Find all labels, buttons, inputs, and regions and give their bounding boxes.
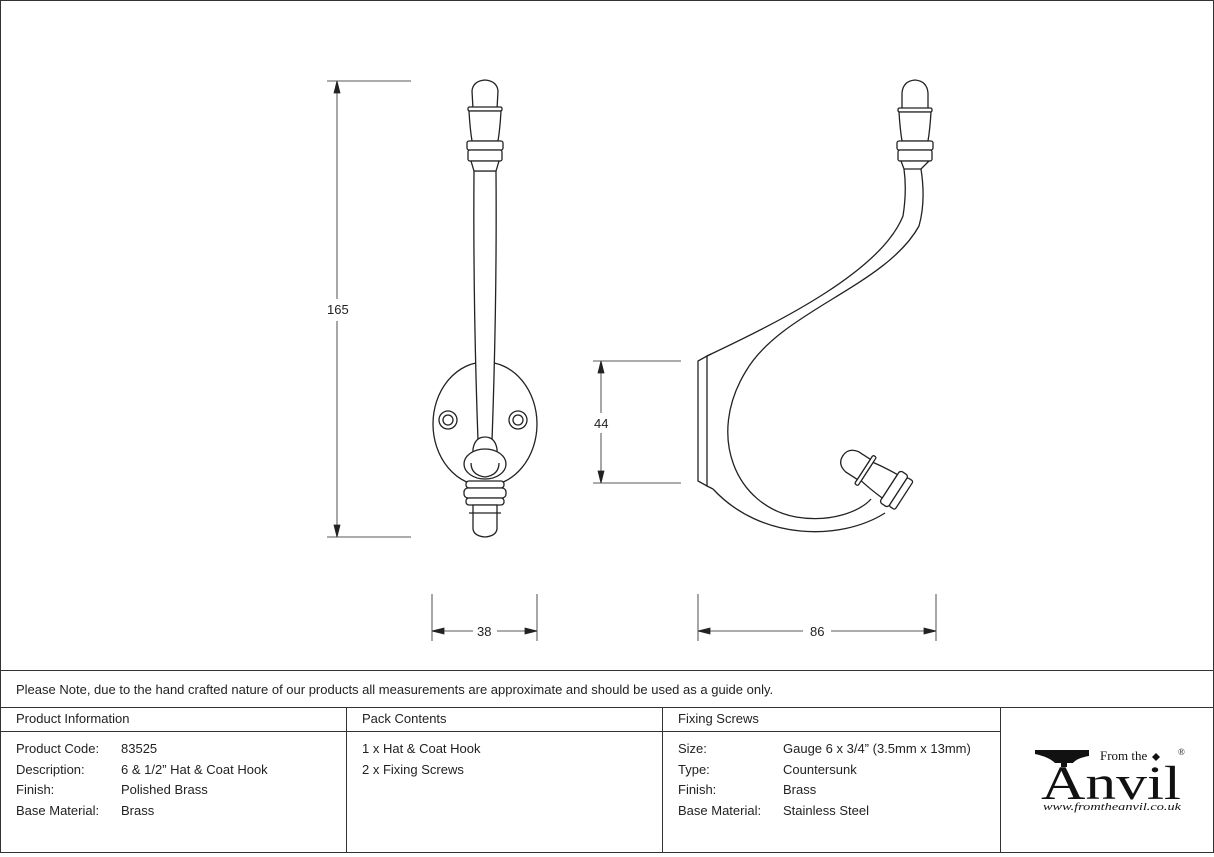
disclaimer-note: Please Note, due to the hand crafted nat… [1,670,1213,708]
panel-header: Pack Contents [347,707,662,732]
panel-header: Fixing Screws [663,707,1000,732]
row-value: Brass [121,802,155,818]
side-view-hook [697,79,934,533]
pack-item-text: 1 x Hat & Coat Hook [362,741,481,756]
info-row: Base Material: Stainless Steel [663,803,1000,824]
logo-from-the: From the [1100,748,1148,763]
diamond-icon [1152,753,1160,761]
logo-brand-name: Anvil [1041,757,1181,810]
panel-header: Product Information [1,707,346,732]
panel-title: Fixing Screws [678,711,759,726]
fixing-screws-panel: Fixing Screws Size: Gauge 6 x 3/4” (3.5mm… [663,707,1001,852]
front-view-hook [432,79,538,538]
row-value: 83525 [121,741,158,756]
dimension-base-height: 44 [594,416,608,431]
row-label: Product Code: [16,741,100,756]
panel-title: Product Information [16,711,130,726]
pack-item-text: 2 x Fixing Screws [362,761,464,777]
dimension-height: 165 [327,302,349,317]
row-value: Stainless Steel [783,802,869,818]
info-row: Size: Gauge 6 x 3/4” (3.5mm x 13mm) [663,741,1000,762]
pack-contents-panel: Pack Contents 1 x Hat & Coat Hook 2 x Fi… [347,707,663,852]
anvil-logo: From the ® Anvil www.fromtheanvil.co.uk [1035,747,1185,813]
disclaimer-text: Please Note, due to the hand crafted nat… [16,682,774,697]
row-label: Description: [16,761,85,777]
row-label: Size: [678,741,707,756]
info-row: Product Code: 83525 [1,741,346,762]
dimension-side-width: 86 [810,624,824,639]
row-value: Polished Brass [121,782,208,797]
product-information-panel: Product Information Product Code: 83525 D… [1,707,347,852]
technical-drawing: 165 44 38 86 [327,79,937,641]
pack-item: 1 x Hat & Coat Hook [347,741,662,762]
row-label: Base Material: [678,802,762,818]
info-row: Type: Countersunk [663,762,1000,783]
row-label: Finish: [678,782,717,797]
row-value: 6 & 1/2” Hat & Coat Hook [121,761,268,777]
logo-registered: ® [1178,747,1185,757]
panel-title: Pack Contents [362,711,447,726]
row-value: Gauge 6 x 3/4” (3.5mm x 13mm) [783,741,971,756]
brand-logo-panel: From the ® Anvil www.fromtheanvil.co.uk [1001,707,1213,852]
info-row: Finish: Polished Brass [1,782,346,803]
info-row: Base Material: Brass [1,803,346,824]
row-label: Type: [678,761,710,777]
info-row: Finish: Brass [663,782,1000,803]
dimension-front-width: 38 [477,624,491,639]
logo-url: www.fromtheanvil.co.uk [1043,802,1182,813]
row-value: Countersunk [783,761,857,777]
pack-item: 2 x Fixing Screws [347,762,662,783]
row-value: Brass [783,782,817,797]
row-label: Base Material: [16,802,100,818]
info-row: Description: 6 & 1/2” Hat & Coat Hook [1,762,346,783]
anvil-icon [1035,750,1089,767]
row-label: Finish: [16,782,55,797]
